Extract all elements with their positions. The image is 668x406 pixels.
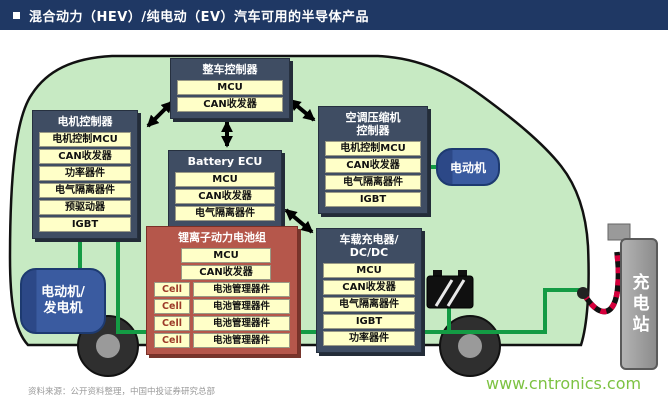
title-bar: 混合动力（HEV）/纯电动（EV）汽车可用的半导体产品 xyxy=(0,0,668,30)
chip-item: MCU xyxy=(181,248,271,264)
cell-row: Cell 电池管理器件 xyxy=(154,282,290,298)
chip-item: 电气隔离器件 xyxy=(175,206,275,222)
chip-item: CAN收发器 xyxy=(39,149,131,165)
chip-item: MCU xyxy=(175,172,275,188)
chip-item: 功率器件 xyxy=(323,331,415,347)
chip-item: 电气隔离器件 xyxy=(325,175,421,191)
cell-label: Cell xyxy=(154,316,190,332)
chip-item: MCU xyxy=(323,263,415,279)
chip-item: CAN收发器 xyxy=(181,265,271,281)
chip-item: IGBT xyxy=(323,314,415,330)
chip-item: 预驱动器 xyxy=(39,200,131,216)
chip-item: CAN收发器 xyxy=(177,97,283,113)
ac-compressor-controller-box: 空调压缩机 控制器 电机控制MCU CAN收发器 电气隔离器件 IGBT xyxy=(318,106,428,215)
chip-item: CAN收发器 xyxy=(175,189,275,205)
bullet-icon xyxy=(13,11,20,19)
cell-label: Cell xyxy=(154,333,190,349)
can-bus-arrows xyxy=(146,98,316,234)
source-note: 资料来源：公开资料整理，中国中投证券研究总部 xyxy=(28,387,216,397)
onboard-charger-title: 车载充电器/ DC/DC xyxy=(339,233,399,260)
cell-label: Cell xyxy=(154,282,190,298)
chip-item: IGBT xyxy=(39,217,131,233)
charging-station: 充电站 xyxy=(620,238,658,370)
chip-item: IGBT xyxy=(325,192,421,208)
chip-item: MCU xyxy=(177,80,283,96)
page-title: 混合动力（HEV）/纯电动（EV）汽车可用的半导体产品 xyxy=(29,9,370,25)
chip-item: 电机控制MCU xyxy=(325,141,421,157)
charging-station-label: 充电站 xyxy=(628,272,649,336)
chip-item: CAN收发器 xyxy=(325,158,421,174)
battery-ecu-title: Battery ECU xyxy=(187,155,263,168)
battery-ecu-box: Battery ECU MCU CAN收发器 电气隔离器件 xyxy=(168,150,282,229)
chip-item: 电机控制MCU xyxy=(39,132,131,148)
motor-controller-box: 电机控制器 电机控制MCU CAN收发器 功率器件 电气隔离器件 预驱动器 IG… xyxy=(32,110,138,240)
cell-row: Cell 电池管理器件 xyxy=(154,299,290,315)
cell-label: Cell xyxy=(154,299,190,315)
ac-motor-label: 电动机 xyxy=(449,160,486,175)
chip-item: 功率器件 xyxy=(39,166,131,182)
motor-controller-title: 电机控制器 xyxy=(57,115,113,128)
ac-compressor-controller-title: 空调压缩机 控制器 xyxy=(345,111,401,138)
battery-mgmt-chip: 电池管理器件 xyxy=(193,299,290,315)
ac-motor: 电动机 xyxy=(436,148,500,186)
chip-item: CAN收发器 xyxy=(323,280,415,296)
battery-mgmt-chip: 电池管理器件 xyxy=(193,282,290,298)
charging-cable xyxy=(577,223,631,315)
motor-generator-label: 电动机/ 发电机 xyxy=(41,284,85,316)
chip-item: 电气隔离器件 xyxy=(323,297,415,313)
chip-item: 电气隔离器件 xyxy=(39,183,131,199)
battery-pack-title: 锂离子动力电池组 xyxy=(178,231,266,244)
vehicle-controller-box: 整车控制器 MCU CAN收发器 xyxy=(170,58,290,120)
watermark-link[interactable]: www.cntronics.com xyxy=(486,374,642,393)
cell-row: Cell 电池管理器件 xyxy=(154,316,290,332)
battery-pack-box: 锂离子动力电池组 MCU CAN收发器 Cell 电池管理器件 Cell 电池管… xyxy=(146,226,298,356)
battery-mgmt-chip: 电池管理器件 xyxy=(193,333,290,349)
cell-row: Cell 电池管理器件 xyxy=(154,333,290,349)
onboard-charger-box: 车载充电器/ DC/DC MCU CAN收发器 电气隔离器件 IGBT 功率器件 xyxy=(316,228,422,354)
battery-mgmt-chip: 电池管理器件 xyxy=(193,316,290,332)
battery-icon xyxy=(426,270,474,309)
motor-generator: 电动机/ 发电机 xyxy=(20,268,106,334)
vehicle-controller-title: 整车控制器 xyxy=(202,63,258,76)
